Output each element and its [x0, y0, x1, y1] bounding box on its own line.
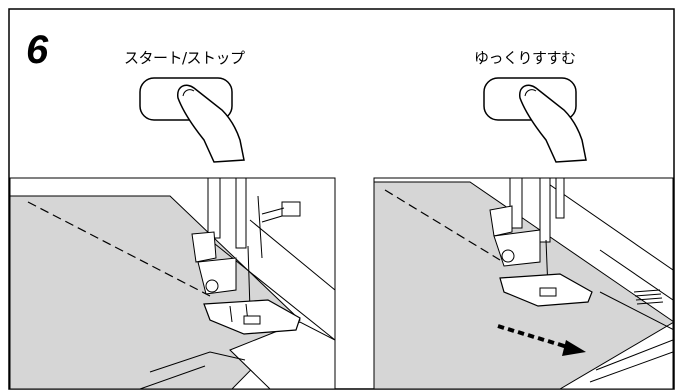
sewing-illustration-right	[374, 178, 673, 389]
finger-icon	[177, 84, 245, 163]
feed-direction-arrow-icon	[497, 324, 586, 356]
slow-speed-button-label: ゆっくりすすむ	[474, 49, 576, 67]
sewing-illustration-left	[10, 178, 335, 389]
start-stop-button-label: スタート/ストップ	[124, 49, 245, 67]
step-number: 6	[26, 28, 49, 72]
start-stop-button-illustration	[139, 77, 245, 163]
slow-speed-button-illustration	[483, 77, 587, 163]
finger-icon	[519, 84, 587, 163]
